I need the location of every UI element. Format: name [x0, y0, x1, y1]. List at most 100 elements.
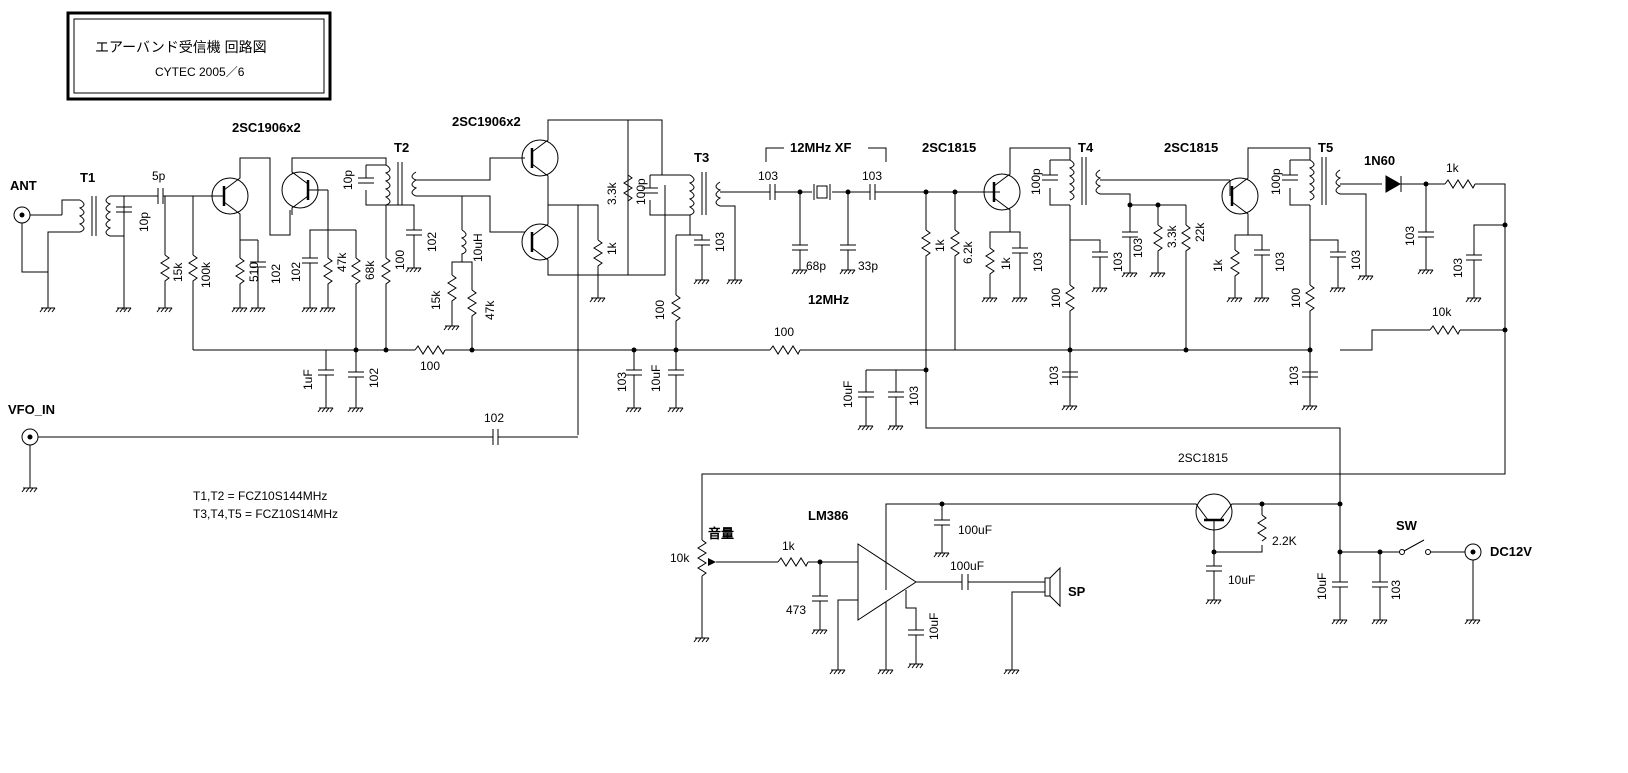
r-510: 510 [247, 262, 261, 282]
ant-connector [13, 206, 31, 224]
mixer-label: 2SC1906x2 [452, 114, 521, 129]
r-47k-a: 47k [335, 252, 349, 272]
r-68k: 68k [363, 260, 377, 280]
r-100-line: 100 [774, 325, 794, 339]
c-102-a: 102 [289, 262, 303, 282]
c-103-det2: 103 [1451, 258, 1465, 278]
r-100-bot: 100 [420, 359, 440, 373]
pot-10k: 10k [670, 551, 690, 565]
c-102-emitter: 102 [269, 264, 283, 284]
c-10uf-bot: 10uF [649, 365, 663, 392]
c-68p: 68p [806, 259, 826, 273]
sw-label: SW [1396, 518, 1418, 533]
crystal-filter-xf [813, 184, 831, 200]
transistor-q3 [521, 119, 629, 205]
c-100p-t5: 100p [1269, 168, 1283, 195]
c-103-t5bot: 103 [1287, 366, 1301, 386]
r-1k-if1: 1k [933, 238, 947, 252]
c-102-t2: 102 [425, 232, 439, 252]
c-10uf-if: 10uF [841, 381, 855, 408]
c-103-det1: 103 [1403, 226, 1417, 246]
c-100p-t3: 100p [634, 178, 648, 205]
r-10k-agc: 10k [1432, 305, 1452, 319]
c-xf-in: 103 [758, 169, 778, 183]
r-3k3-if2: 3.3k [1165, 224, 1179, 248]
c-103-if: 103 [907, 386, 921, 406]
vfo-in-label: VFO_IN [8, 402, 55, 417]
c-100uf-out: 100uF [950, 559, 984, 573]
r-1k-mix: 1k [605, 241, 619, 255]
r-22k: 22k [1193, 222, 1207, 242]
r-3k3-mix: 3.3k [605, 181, 619, 205]
r-6k2: 6.2k [961, 240, 975, 264]
power-switch [1399, 539, 1431, 555]
r-1k-if1e: 1k [999, 256, 1013, 270]
note-t1-t2: T1,T2 = FCZ10S144MHz [193, 489, 327, 503]
vfo-in-connector [21, 428, 39, 446]
schematic-title: エアーバンド受信機 回路図 [95, 39, 267, 55]
c-10p-t1: 10p [137, 212, 151, 232]
t4-label: T4 [1078, 140, 1094, 155]
l-10uh: 10uH [471, 233, 485, 262]
title-box-inner [73, 18, 325, 94]
dc12v-connector [1464, 543, 1482, 561]
if-amp-2-label: 2SC1815 [1164, 140, 1218, 155]
xf-freq: 12MHz [808, 292, 850, 307]
dc12v-label: DC12V [1490, 544, 1532, 559]
transistor-q4 [521, 185, 666, 435]
title-box-outer [66, 11, 332, 101]
c-vfo: 102 [484, 411, 504, 425]
c-1uf: 1uF [301, 369, 315, 390]
c-103-if2e: 103 [1273, 252, 1287, 272]
c-5p: 5p [152, 169, 166, 183]
lm386-label: LM386 [808, 508, 848, 523]
r-47k-b: 47k [483, 300, 497, 320]
rf-amp-label: 2SC1906x2 [232, 120, 301, 135]
c-103-t4b: 103 [1131, 238, 1145, 258]
diode-1n60 [1385, 175, 1402, 193]
r-15k-bias: 15k [171, 262, 185, 282]
c-103-t4: 103 [1111, 252, 1125, 272]
t3-label: T3 [694, 150, 709, 165]
r-2k2: 2.2K [1272, 534, 1297, 548]
t5-label: T5 [1318, 140, 1333, 155]
transformer-t2 [384, 162, 418, 206]
volume-label: 音量 [708, 526, 734, 541]
transformer-t3 [688, 172, 722, 216]
c-xf-out: 103 [862, 169, 882, 183]
transformer-t4 [1068, 157, 1102, 205]
r-100k-bias: 100k [199, 261, 213, 288]
t2-label: T2 [394, 140, 409, 155]
power-tr-label: 2SC1815 [1178, 451, 1228, 465]
speaker-label: SP [1068, 584, 1086, 599]
c-473: 473 [786, 603, 806, 617]
r-1k-if2e: 1k [1211, 258, 1225, 272]
c-102-bot: 102 [367, 368, 381, 388]
c-103-if1e: 103 [1031, 252, 1045, 272]
c-33p: 33p [858, 259, 878, 273]
r-15k-b: 15k [429, 290, 443, 310]
transformer-t5 [1308, 157, 1342, 205]
r-100-t5: 100 [1289, 288, 1303, 308]
transistor-q5 [983, 147, 1071, 232]
r-100-t2: 100 [393, 250, 407, 270]
transformer-t1 [78, 195, 112, 237]
c-103-t3: 103 [713, 232, 727, 252]
r-100-t4: 100 [1049, 288, 1063, 308]
r-100-t3: 100 [653, 300, 667, 320]
c-103-t5: 103 [1349, 250, 1363, 270]
speaker [1044, 566, 1061, 608]
ant-label: ANT [10, 178, 37, 193]
volume-pot [697, 539, 716, 577]
note-t3-t5: T3,T4,T5 = FCZ10S14MHz [193, 507, 338, 521]
transistor-q2 [281, 157, 387, 215]
schematic-credit: CYTEC 2005／6 [155, 65, 245, 79]
c-103-t4bot: 103 [1047, 366, 1061, 386]
c-10p-t2: 10p [341, 170, 355, 190]
r-1k-det: 1k [1446, 161, 1460, 175]
r-1k-audio: 1k [782, 539, 796, 553]
c-10uf-ic: 10uF [927, 613, 941, 640]
transistor-q1 [211, 157, 291, 240]
xf-title: 12MHz XF [790, 140, 851, 155]
